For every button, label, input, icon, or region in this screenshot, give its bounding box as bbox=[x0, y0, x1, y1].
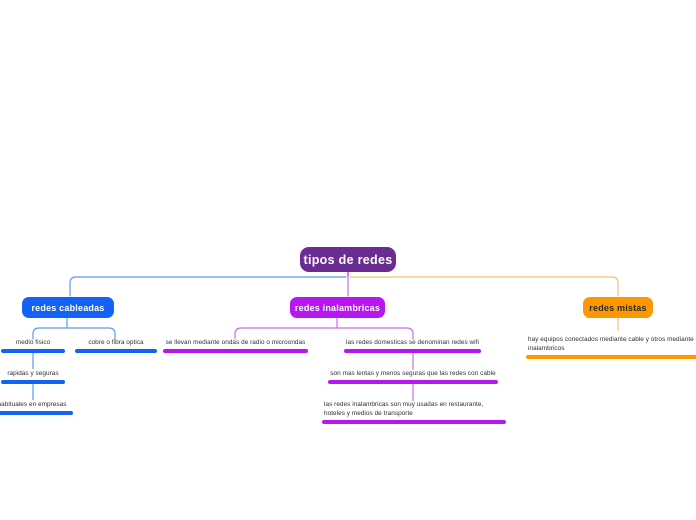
leaf-label-redes-wifi: las redes domesticas se denominan redes … bbox=[346, 339, 479, 346]
branch-node-redes-inalambricas[interactable]: redes inalambricas bbox=[290, 297, 385, 318]
leaf-underline-ondas-de-radio bbox=[163, 349, 308, 353]
leaf-label-rapidas-y-seguras: rapidas y seguras bbox=[7, 370, 59, 377]
leaf-node-usadas-en-restaurantes[interactable]: las redes inalambricas son muy usadas en… bbox=[322, 400, 506, 424]
branch-node-redes-cableadas[interactable]: redes cableadas bbox=[22, 297, 114, 318]
leaf-node-ondas-de-radio[interactable]: se llevan mediante ondas de radio o micr… bbox=[163, 338, 308, 353]
leaf-node-equipos-cable-inalambricos[interactable]: hay equipos conectados mediante cable y … bbox=[526, 335, 696, 359]
leaf-node-redes-wifi[interactable]: las redes domesticas se denominan redes … bbox=[344, 338, 481, 353]
branch-label-redes-inalambricas: redes inalambricas bbox=[294, 302, 381, 313]
leaf-node-habituales-en-empresas[interactable]: habituales en empresas bbox=[0, 400, 73, 415]
leaf-node-rapidas-y-seguras[interactable]: rapidas y seguras bbox=[1, 369, 65, 384]
leaf-underline-equipos-cable-inalambricos bbox=[526, 355, 696, 359]
leaf-underline-usadas-en-restaurantes bbox=[322, 420, 506, 424]
root-node-tipos-de-redes[interactable]: tipos de redes bbox=[300, 247, 396, 272]
branch-node-redes-mistas[interactable]: redes mistas bbox=[583, 297, 653, 318]
wire-root-to-mistas bbox=[349, 276, 619, 297]
leaf-node-cobre-o-fibra-optica[interactable]: cobre o fibra optica bbox=[75, 338, 157, 353]
root-node-label: tipos de redes bbox=[303, 252, 393, 267]
leaf-underline-medio-fisico bbox=[1, 349, 65, 353]
wire-root-to-cableadas bbox=[69, 276, 347, 297]
leaf-node-medio-fisico[interactable]: medio fisico bbox=[1, 338, 65, 353]
leaf-underline-habituales-en-empresas bbox=[0, 411, 73, 415]
leaf-label-equipos-cable-inalambricos: hay equipos conectados mediante cable y … bbox=[528, 336, 694, 352]
leaf-underline-redes-wifi bbox=[344, 349, 481, 353]
leaf-underline-rapidas-y-seguras bbox=[1, 380, 65, 384]
leaf-label-usadas-en-restaurantes: las redes inalambricas son muy usadas en… bbox=[324, 401, 484, 417]
leaf-label-habituales-en-empresas: habituales en empresas bbox=[0, 401, 67, 408]
leaf-node-lentas-menos-seguras[interactable]: son mas lentas y menos seguras que las r… bbox=[328, 369, 498, 384]
branch-label-redes-cableadas: redes cableadas bbox=[31, 302, 105, 313]
leaf-label-medio-fisico: medio fisico bbox=[15, 339, 51, 346]
leaf-label-lentas-menos-seguras: son mas lentas y menos seguras que las r… bbox=[330, 370, 496, 377]
leaf-underline-cobre-o-fibra-optica bbox=[75, 349, 157, 353]
leaf-label-cobre-o-fibra-optica: cobre o fibra optica bbox=[88, 339, 144, 346]
leaf-underline-lentas-menos-seguras bbox=[328, 380, 498, 384]
leaf-label-ondas-de-radio: se llevan mediante ondas de radio o micr… bbox=[165, 339, 306, 346]
branch-label-redes-mistas: redes mistas bbox=[589, 302, 647, 313]
